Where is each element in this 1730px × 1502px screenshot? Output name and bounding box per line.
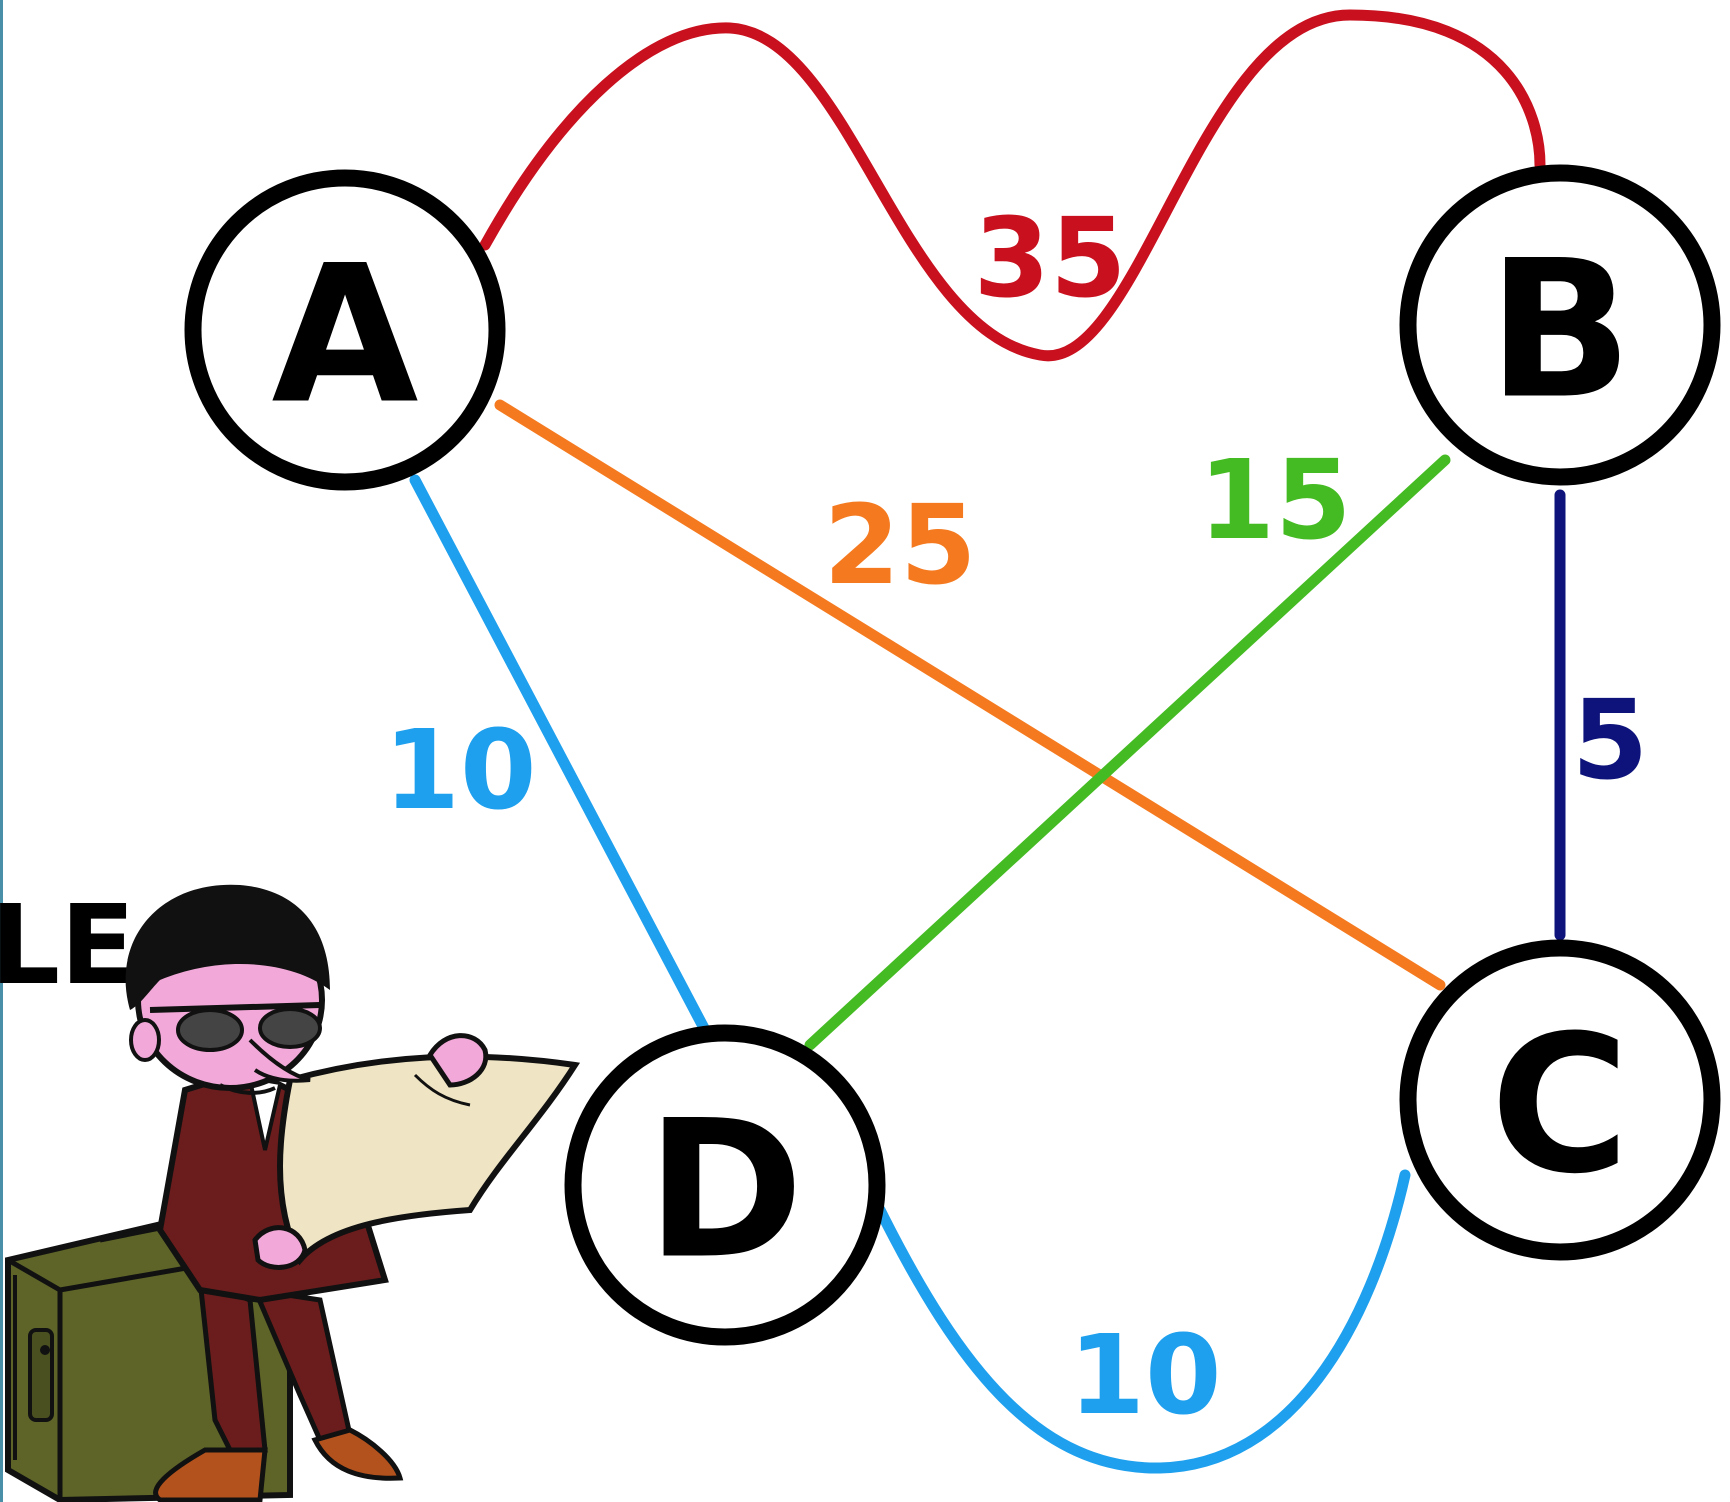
weight-a-b: 35	[973, 194, 1126, 322]
node-d-label: D	[646, 1080, 804, 1301]
node-b-label: B	[1488, 220, 1633, 441]
edge-b-d	[804, 454, 1451, 1051]
weight-b-c: 5	[1572, 676, 1649, 804]
node-d: D	[564, 1024, 886, 1346]
edge-a-c	[494, 399, 1446, 991]
weight-d-c: 10	[1068, 1311, 1221, 1439]
weight-a-d: 10	[383, 706, 536, 834]
edge-a-d	[409, 474, 711, 1036]
man-reading-map-on-ammo-box-icon	[5, 884, 581, 1502]
edges	[409, 9, 1566, 1474]
node-a: A	[184, 169, 506, 491]
weight-a-c: 25	[823, 481, 976, 609]
edge-d-c	[874, 1169, 1411, 1474]
edge-a-b	[479, 9, 1546, 362]
cutoff-text: LE	[0, 881, 135, 1009]
node-b: B	[1399, 164, 1721, 486]
weight-b-d: 15	[1198, 436, 1351, 564]
node-c: C	[1399, 939, 1721, 1261]
node-a-label: A	[271, 225, 418, 446]
node-c-label: C	[1490, 995, 1629, 1216]
edge-weights: 35 25 15 10 5 10	[383, 194, 1648, 1439]
